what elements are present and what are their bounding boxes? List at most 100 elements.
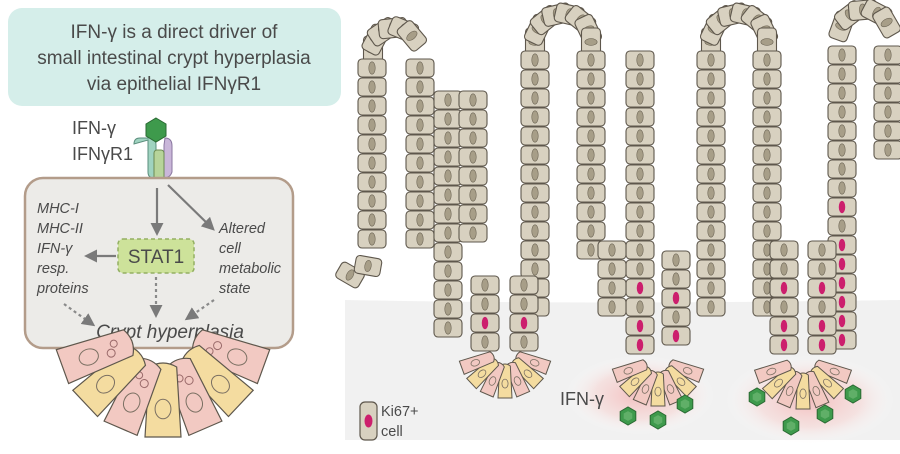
ki67-positive-cell: [769, 316, 799, 336]
cell-nucleus: [345, 269, 355, 281]
cell-nucleus: [636, 300, 644, 314]
epithelial-cell: [433, 280, 463, 300]
stat1-label: STAT1: [128, 247, 184, 268]
ifng-hexagon-highlight: [752, 392, 762, 402]
ki67-nucleus: [818, 281, 826, 295]
epithelial-cell: [625, 164, 655, 184]
crypt-cell-nucleus: [666, 384, 675, 394]
epithelial-cell: [625, 297, 655, 317]
cell-nucleus: [444, 207, 452, 221]
cell-nucleus: [884, 143, 892, 157]
epithelial-cell: [357, 96, 387, 116]
paneth-cell: [611, 359, 648, 383]
closeup-cell-nucleus: [122, 392, 141, 413]
epithelial-cell: [433, 90, 463, 110]
ifng-ligand-label: IFN-γ: [72, 118, 116, 138]
ifng-hexagon-highlight: [653, 415, 663, 425]
cell-nucleus: [444, 188, 452, 202]
epithelial-cell: [873, 64, 900, 84]
cell-nucleus: [838, 219, 846, 233]
cell-nucleus: [707, 53, 715, 67]
cell-nucleus: [818, 300, 826, 314]
cell-nucleus: [444, 226, 452, 240]
crypt-cell-nucleus: [676, 377, 686, 386]
metabolic-line-2: cell: [219, 241, 242, 257]
cell-nucleus: [531, 148, 539, 162]
cell-nucleus: [368, 156, 376, 170]
epithelial-cell: [827, 159, 857, 179]
epithelial-cell: [405, 115, 435, 135]
cell-nucleus: [608, 300, 616, 314]
epithelial-cell: [405, 172, 435, 192]
crypt-cell-nucleus: [501, 378, 509, 389]
cell-nucleus: [520, 297, 528, 311]
ki67-nucleus: [481, 316, 489, 330]
cell-nucleus: [531, 91, 539, 105]
cell-nucleus: [763, 205, 771, 219]
cell-nucleus: [469, 150, 477, 164]
cell-nucleus: [780, 262, 788, 276]
epithelial-cell: [661, 250, 691, 270]
epithelial-cell: [576, 145, 606, 165]
epithelial-cell: [458, 128, 488, 148]
cell-nucleus: [707, 205, 715, 219]
crypt-cell-nucleus: [654, 386, 662, 397]
epithelial-cell: [769, 297, 799, 317]
epithelial-cell: [752, 202, 782, 222]
cell-nucleus: [884, 124, 892, 138]
cell-nucleus: [707, 243, 715, 257]
paneth-granule: [109, 339, 118, 348]
legend-label-line-1: Ki67+: [381, 404, 419, 420]
cell-nucleus: [838, 124, 846, 138]
epithelial-cell: [769, 259, 799, 279]
cell-nucleus: [444, 283, 452, 297]
epithelial-cell: [696, 278, 726, 298]
cell-nucleus: [520, 278, 528, 292]
cell-nucleus: [364, 260, 372, 272]
epithelial-cell: [405, 229, 435, 249]
ki67-positive-cell: [769, 335, 799, 355]
cell-nucleus: [763, 72, 771, 86]
epithelial-cell: [458, 109, 488, 129]
epithelial-cell: [357, 115, 387, 135]
epithelial-cell: [405, 134, 435, 154]
epithelial-cell: [357, 77, 387, 97]
cell-nucleus: [444, 321, 452, 335]
epithelial-cell: [752, 69, 782, 89]
cell-nucleus: [636, 167, 644, 181]
cell-nucleus: [587, 167, 595, 181]
epithelial-cell: [520, 221, 550, 241]
epithelial-cell: [807, 240, 837, 260]
cell-nucleus: [416, 232, 424, 246]
epithelial-cell: [433, 147, 463, 167]
cell-nucleus: [469, 131, 477, 145]
cell-nucleus: [838, 181, 846, 195]
cell-nucleus: [587, 186, 595, 200]
cell-nucleus: [838, 67, 846, 81]
ki67-nucleus: [780, 281, 788, 295]
epithelial-cell: [827, 216, 857, 236]
metabolic-state-text: Altered cell metabolic state: [218, 221, 282, 297]
crypt-cell-body: [611, 359, 648, 383]
cell-nucleus: [763, 148, 771, 162]
paneth-granule: [106, 348, 116, 358]
ki67-nucleus: [838, 333, 846, 347]
legend-ki67-nucleus: [364, 414, 373, 428]
epithelial-cell: [520, 69, 550, 89]
title-line-3: via epithelial IFNγR1: [87, 74, 261, 95]
epithelial-cell: [752, 88, 782, 108]
ifng-hexagon-highlight: [623, 411, 633, 421]
epithelial-cell: [752, 183, 782, 203]
cell-nucleus: [368, 232, 376, 246]
cell-nucleus: [636, 110, 644, 124]
arrow-receptor-to-metabolic: [167, 184, 215, 231]
cell-nucleus: [587, 224, 595, 238]
epithelial-cell: [357, 210, 387, 230]
epithelial-cell: [625, 259, 655, 279]
cell-nucleus: [636, 224, 644, 238]
cell-nucleus: [707, 186, 715, 200]
epithelial-cell: [696, 50, 726, 70]
ki67-nucleus: [636, 281, 644, 295]
epithelial-cell: [509, 332, 539, 352]
ki67-nucleus: [838, 314, 846, 328]
